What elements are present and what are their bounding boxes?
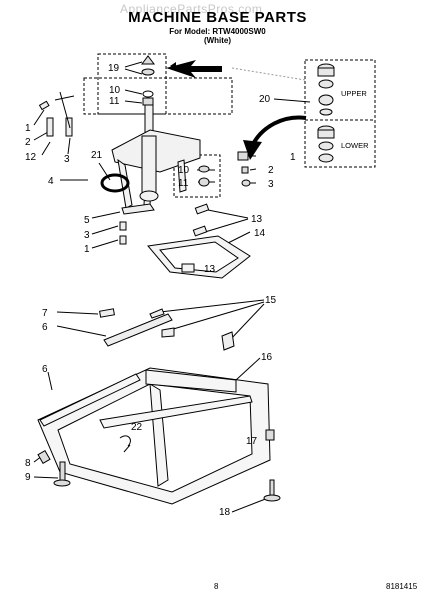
transmission-assembly xyxy=(111,104,201,209)
callout: 21 xyxy=(91,150,103,161)
grommet-parts xyxy=(198,151,251,187)
callout: 13 xyxy=(251,214,263,225)
kit-labels: UPPER LOWER xyxy=(341,89,369,150)
callout: 7 xyxy=(42,308,48,319)
callout: 9 xyxy=(25,472,31,483)
callout: 1 xyxy=(84,244,90,255)
page-title: MACHINE BASE PARTS xyxy=(128,9,307,26)
seal-parts xyxy=(141,55,155,106)
color-line: (White) xyxy=(203,36,232,45)
base-frame xyxy=(37,367,271,505)
watermark: AppliancePartsPros.com xyxy=(120,2,263,16)
callout: 12 xyxy=(25,152,37,163)
left-spring-parts xyxy=(38,91,75,137)
callout: 6 xyxy=(42,364,48,375)
callout: 17 xyxy=(246,436,258,447)
pointer-arrows xyxy=(166,60,307,160)
callout: 22 xyxy=(131,422,143,433)
callout: 1 xyxy=(25,123,31,134)
mounting-platform xyxy=(147,235,251,279)
clip-parts xyxy=(119,203,210,245)
callout: 4 xyxy=(48,176,54,187)
callout: 15 xyxy=(265,295,277,306)
callout: 2 xyxy=(268,165,274,176)
callout: 11 xyxy=(109,96,120,107)
model-line: For Model: RTW4000SW0 xyxy=(169,27,266,36)
callout: 6 xyxy=(42,322,48,333)
lower-label: LOWER xyxy=(341,141,369,150)
callout: 8 xyxy=(25,458,31,469)
callout: 5 xyxy=(84,215,90,226)
callout: 3 xyxy=(268,179,274,190)
bearing-kit-box xyxy=(304,59,376,168)
callout: 10 xyxy=(109,85,121,96)
callout: 10 xyxy=(178,165,190,176)
callout: 20 xyxy=(259,94,271,105)
document-number: 8181415 xyxy=(386,582,418,591)
callout: 1 xyxy=(290,152,296,163)
upper-label: UPPER xyxy=(341,89,367,98)
page-number: 8 xyxy=(214,582,219,591)
callout-numbers: 19 10 11 20 1 2 12 3 21 4 10 11 1 2 3 5 … xyxy=(25,63,296,518)
callout: 13 xyxy=(204,264,216,275)
bearing-kit-parts xyxy=(317,63,335,163)
callout: 3 xyxy=(84,230,90,241)
callout: 11 xyxy=(178,178,189,189)
belt-ring xyxy=(100,173,130,193)
callout: 2 xyxy=(25,137,31,148)
callout: 18 xyxy=(219,507,231,518)
rail-parts xyxy=(99,308,235,351)
hub-group-box xyxy=(83,77,233,115)
seal-group-box xyxy=(97,53,167,115)
callout: 16 xyxy=(261,352,273,363)
callout: 19 xyxy=(108,63,120,74)
callout: 3 xyxy=(64,154,70,165)
leveling-feet xyxy=(37,429,281,502)
callout: 14 xyxy=(254,228,266,239)
